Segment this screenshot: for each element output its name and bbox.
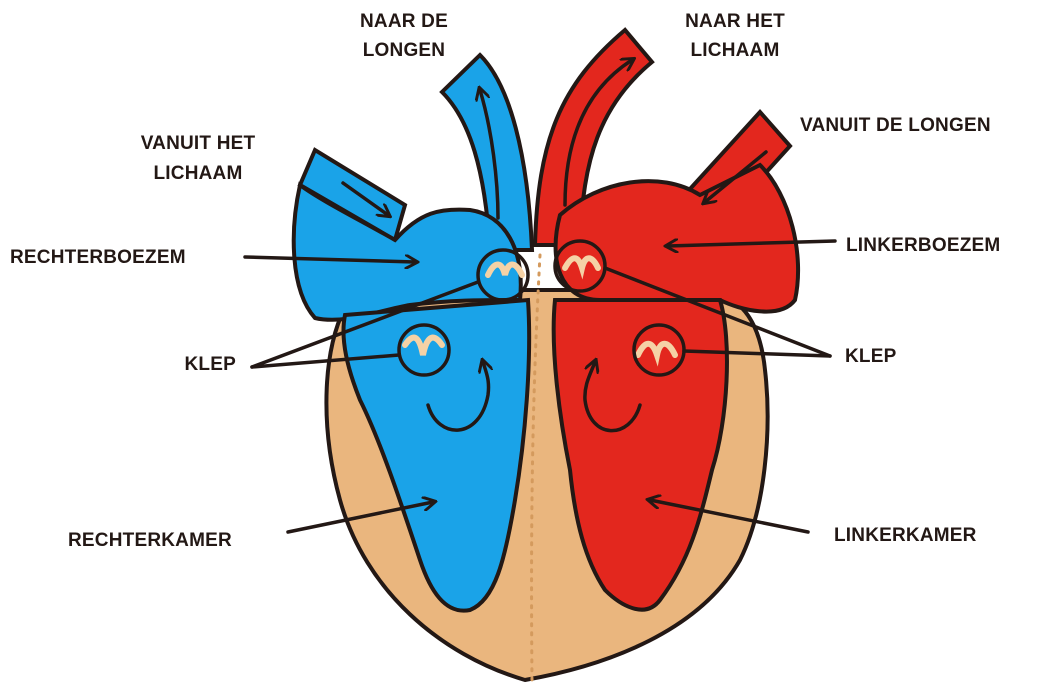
label-right-atrium: RECHTERBOEZEM [10, 247, 186, 268]
label-valve-left: KLEP [185, 354, 237, 375]
label-left-atrium: LINKERBOEZEM [846, 235, 1000, 256]
label-from-lungs: VANUIT DE LONGEN [800, 115, 991, 136]
label-right-ventricle: RECHTERKAMER [68, 530, 232, 551]
label-valve-right: KLEP [845, 346, 897, 367]
label-left-ventricle: LINKERKAMER [834, 525, 977, 546]
